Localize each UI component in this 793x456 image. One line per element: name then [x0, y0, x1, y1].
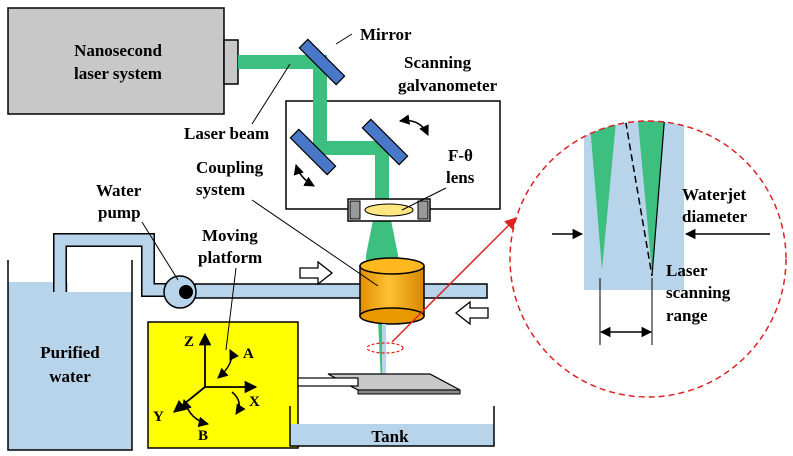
zoom-detail: Waterjet diameter Laser scanning range	[509, 120, 787, 398]
laser-system-label-2: laser system	[74, 64, 162, 83]
axis-z-label: Z	[184, 334, 194, 350]
coupling-label-2: system	[196, 180, 245, 199]
f-theta-label-2: lens	[446, 168, 475, 187]
waterjet-label-1: Waterjet	[682, 185, 747, 204]
tank: Tank	[289, 406, 495, 447]
laser-beam-label: Laser beam	[184, 124, 269, 143]
axis-x-label: X	[249, 394, 260, 410]
water-pump-label-2: pump	[98, 203, 141, 222]
mirror	[298, 38, 346, 86]
moving-platform-label-1: Moving	[202, 226, 258, 245]
galvo-mirror-2	[361, 118, 409, 166]
laser-scan-label-3: range	[666, 306, 708, 325]
water-flow-arrow-1	[299, 260, 334, 286]
laser-scan-label-1: Laser	[666, 261, 708, 280]
galvo-rotation-arrow-1	[293, 163, 315, 187]
zoom-arrow	[391, 217, 517, 343]
tank-label: Tank	[371, 427, 409, 446]
moving-platform-label-2: platform	[198, 248, 262, 267]
water-flow-arrow-2	[454, 300, 489, 326]
f-theta-lens	[347, 198, 431, 222]
moving-platform: Z A X Y B	[147, 321, 359, 449]
scanning-label-2: galvanometer	[398, 76, 498, 95]
mirror-label: Mirror	[360, 25, 412, 44]
axis-b-label: B	[198, 428, 208, 444]
nanosecond-laser-system: Nanosecond laser system	[7, 7, 239, 115]
purified-water-label-2: water	[49, 367, 91, 386]
water-pump	[163, 275, 197, 309]
galvo-mirror-1	[289, 128, 337, 176]
water-pump-label-1: Water	[96, 181, 142, 200]
laser-scan-label-2: scanning	[666, 283, 731, 302]
coupling-label-1: Coupling	[196, 158, 264, 177]
purified-water-label-1: Purified	[40, 343, 100, 362]
axis-y-label: Y	[153, 409, 164, 425]
waterjet-label-2: diameter	[682, 207, 748, 226]
purified-water-tank: Purified water	[7, 260, 133, 451]
galvo-rotation-arrow-2	[398, 114, 429, 136]
scanning-label-1: Scanning	[404, 53, 472, 72]
workpiece	[327, 373, 461, 395]
zoom-marker	[366, 342, 404, 354]
f-theta-label-1: F-θ	[448, 146, 473, 165]
laser-system-label-1: Nanosecond	[74, 41, 162, 60]
axis-a-label: A	[243, 346, 254, 362]
